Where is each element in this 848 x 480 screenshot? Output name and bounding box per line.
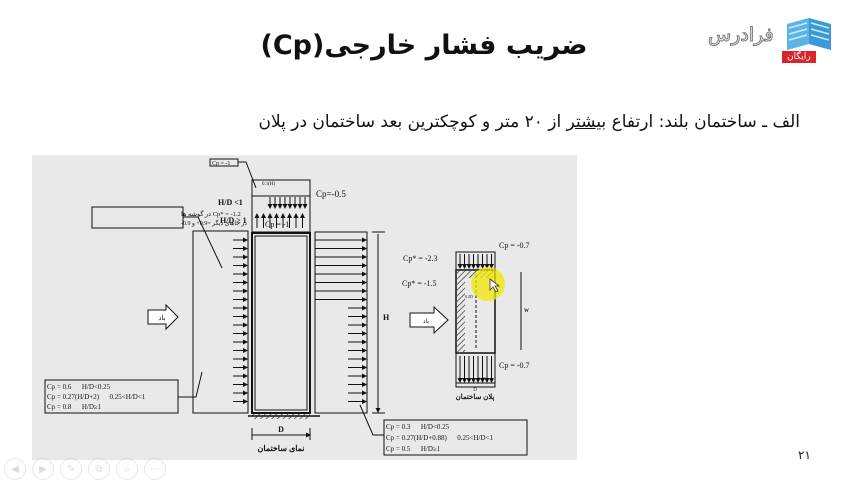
label-height: H [383, 313, 390, 322]
windward-pressure-box [192, 230, 249, 414]
presentation-toolbar: ◀ ▶ ✎ ⧉ ⌕ ⋯ [4, 458, 166, 480]
label-plan-cp-corner: Cp* = -2.3 [403, 254, 438, 263]
cursor-icon [489, 278, 501, 293]
slide-title: ضریب فشار خارجی(Cp) [260, 30, 588, 61]
label-plan-wind: باد [423, 318, 430, 325]
zoom-icon[interactable]: ⌕ [116, 458, 138, 480]
elevation-caption: نمای ساختمان [258, 444, 305, 453]
label-plan-depth: D [473, 388, 477, 393]
label-cp-roof: Cp = -1 [265, 220, 290, 229]
leeward-line: Cp = 0.5 H/D≥1 [386, 445, 441, 453]
label-roof-dim: 0.1(H) [262, 182, 276, 187]
label-cp-roof-mid: Cp=-0.5 [316, 189, 346, 199]
windward-line: Cp = 0.27(H/D+2) 0.25<H/D<1 [47, 393, 146, 401]
pen-icon[interactable]: ✎ [60, 458, 82, 480]
wind-pressure-diagram: Cp = -1 0.1(H) H/D <1 H/D ≥ 1 Cp=-0.5 Cp… [32, 155, 577, 460]
label-corner-2: در جاهای دیگر =0.9+ و 0.9- [181, 219, 247, 227]
next-icon[interactable]: ▶ [32, 458, 54, 480]
windward-line: Cp = 0.6 H/D<0.25 [47, 383, 111, 391]
label-hd-lt1: H/D <1 [218, 198, 243, 207]
slide-subtitle: الف ـ ساختمان بلند: ارتفاع بیشتر از ۲۰ م… [258, 112, 800, 132]
label-hd-ge1: H/D ≥ 1 [220, 216, 247, 225]
label-wind: باد [158, 314, 165, 322]
more-icon[interactable]: ⋯ [144, 458, 166, 480]
previous-icon[interactable]: ◀ [4, 458, 26, 480]
label-plan-dim: 0.1D [478, 376, 486, 381]
subtitle-pre: الف ـ ساختمان بلند: ارتفاع [606, 112, 800, 132]
label-plan-cp-top: Cp = -0.7 [499, 241, 530, 250]
leeward-pressure-box [314, 231, 368, 414]
plan-wind-arrow-icon [409, 305, 449, 335]
logo-badge: رایگان [782, 51, 816, 63]
label-width: D [278, 425, 284, 434]
cursor-highlight [471, 267, 505, 301]
label-plan-dim2: 0.2D [465, 294, 473, 299]
slides-icon[interactable]: ⧉ [88, 458, 110, 480]
label-plan-width: W [524, 309, 529, 314]
label-plan-cp-bottom: Cp = -0.7 [499, 361, 530, 370]
label-plan-cp-side: Cp* = -1.5 [402, 279, 437, 288]
slide-number: ۲۱ [798, 448, 811, 462]
leeward-line: Cp = 0.3 H/D<0.25 [386, 423, 450, 431]
label-cp-roof-edge: Cp = -1 [212, 161, 230, 167]
building-plan [455, 269, 496, 354]
windward-line: Cp = 0.8 H/D≥1 [47, 403, 102, 411]
logo-text: فرادرس [708, 24, 775, 47]
label-corner-1: Cp* = -1.2 در گوشه ها [181, 209, 241, 218]
book-logo-icon [787, 18, 831, 50]
roof-pressure-box [251, 179, 311, 233]
plan-caption: پلان ساختمان [456, 393, 495, 402]
wind-arrow-icon [147, 303, 179, 331]
leeward-line: Cp = 0.27(H/D+0.88) 0.25<H/D<1 [386, 434, 493, 442]
subtitle-underlined: بیشتر [566, 112, 607, 132]
subtitle-post: از ۲۰ متر و کوچکترین بعد ساختمان در پلان [258, 112, 567, 132]
